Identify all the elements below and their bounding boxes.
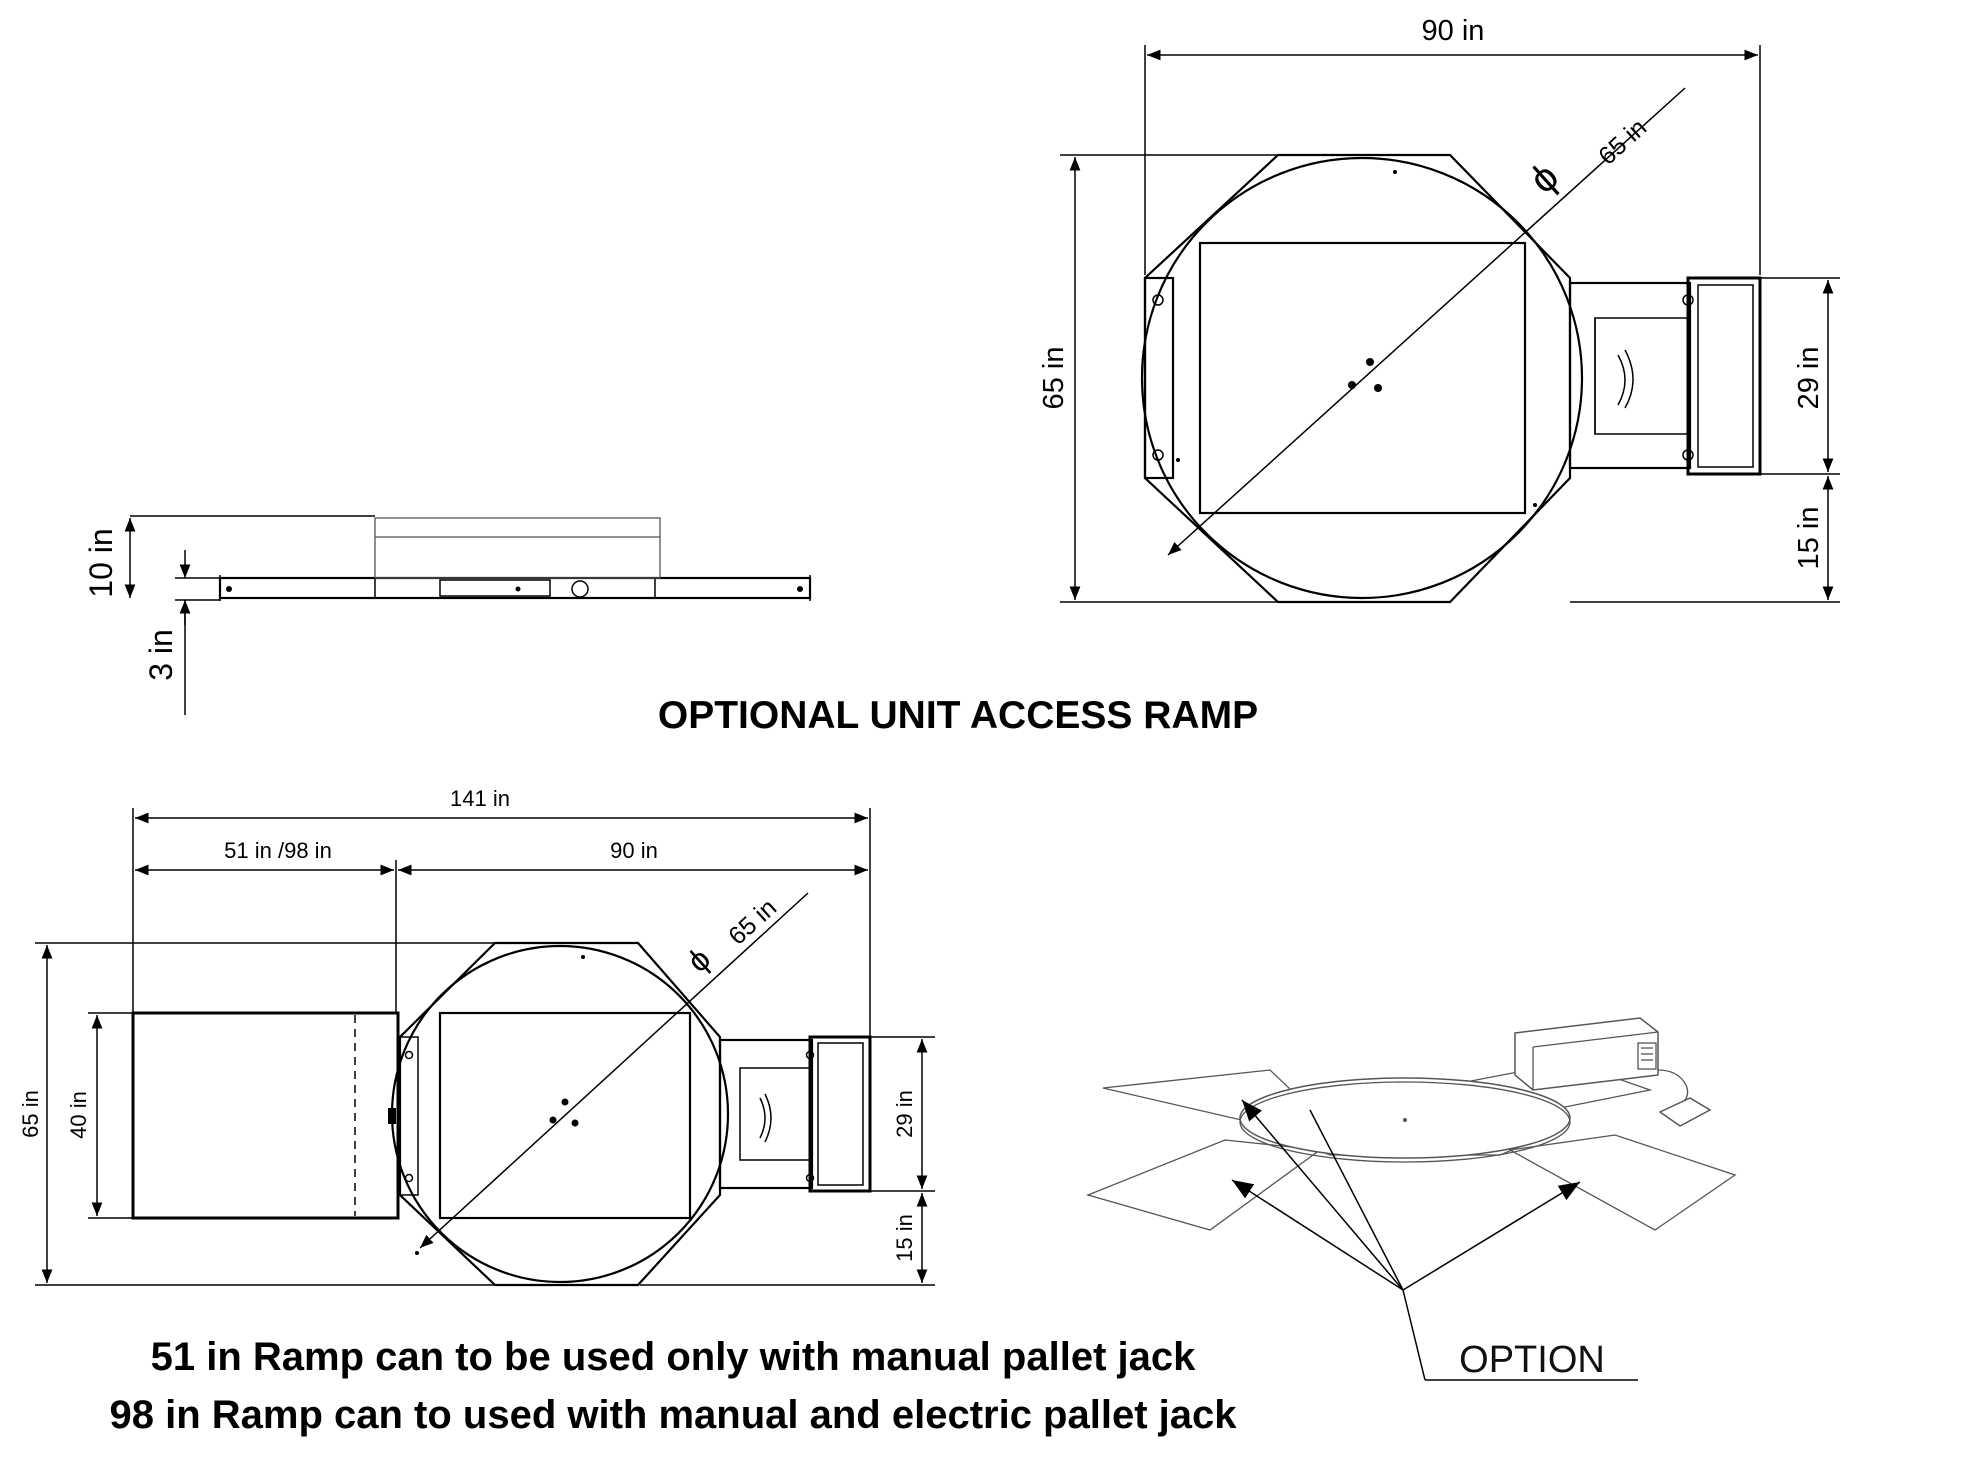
persp-ramp-right-front — [1507, 1134, 1737, 1231]
ramp-side-width-label: 29 in — [892, 1090, 917, 1138]
ramp-load-square — [438, 1011, 692, 1220]
top-turntable — [1140, 156, 1584, 600]
side-platform-height-label: 3 in — [143, 629, 179, 681]
ramp-unit-width-label: 90 in — [610, 838, 658, 863]
top-ramp-offset-label: 15 in — [1793, 507, 1825, 570]
top-ramp-box — [1686, 276, 1762, 476]
top-view: ϕ 65 in 90 in 65 in 29 in 15 in — [1038, 15, 1840, 604]
side-view: 10 in 3 in — [83, 515, 812, 715]
ramp-side-offset-label: 15 in — [892, 1214, 917, 1262]
side-height-label: 10 in — [83, 528, 119, 597]
perspective-view: OPTION — [1086, 1017, 1737, 1381]
ramp-length-label: 51 in /98 in — [224, 838, 332, 863]
top-width-label: 90 in — [1422, 15, 1485, 47]
note-line-1: 51 in Ramp can to be used only with manu… — [151, 1335, 1196, 1379]
top-ramp-width-label: 29 in — [1793, 347, 1825, 410]
top-load-square — [1198, 241, 1527, 515]
top-ramp-channel — [1568, 281, 1692, 470]
side-platform-base — [218, 576, 812, 600]
ramp-overall-length-label: 141 in — [450, 786, 510, 811]
ramp-diameter-symbol: ϕ — [680, 940, 717, 979]
section-title: OPTIONAL UNIT ACCESS RAMP — [658, 694, 1258, 737]
ramp-rectangle — [131, 1011, 400, 1220]
option-callout-label: OPTION — [1459, 1339, 1605, 1381]
ramp-width-label: 40 in — [66, 1091, 91, 1139]
side-motor-circle — [571, 580, 589, 598]
persp-control-box — [1514, 1017, 1659, 1091]
ramp-turntable — [390, 944, 730, 1284]
top-diameter-symbol: ϕ — [1521, 154, 1567, 202]
side-load-box — [374, 517, 661, 579]
ramp-view: ϕ 65 in 141 in 51 in /98 in 90 in 65 in … — [18, 786, 935, 1287]
ramp-diameter-label: 65 in — [723, 894, 782, 951]
ramp-height-label: 65 in — [18, 1090, 43, 1138]
ramp-octagon-frame — [398, 941, 722, 1287]
persp-foot-pedal — [1658, 1097, 1712, 1127]
top-height-label: 65 in — [1038, 347, 1070, 410]
note-line-2: 98 in Ramp can to used with manual and e… — [109, 1393, 1237, 1437]
persp-ramp-left-front — [1086, 1139, 1322, 1231]
ramp-side-box — [808, 1035, 872, 1193]
